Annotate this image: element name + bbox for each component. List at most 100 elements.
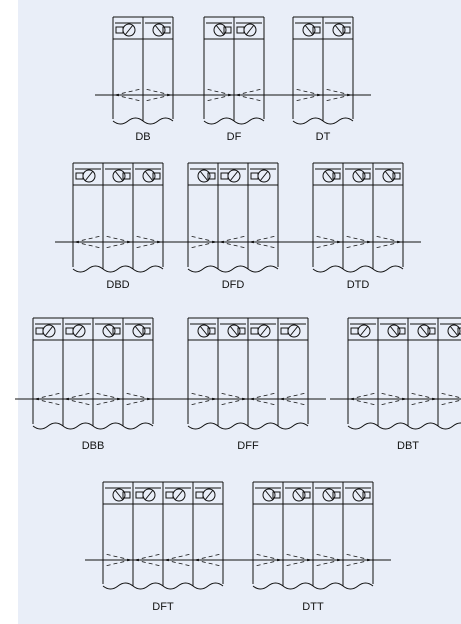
contact-line [259, 325, 269, 337]
arrangement-dbd: DBD [55, 162, 181, 291]
ring-seat [195, 491, 204, 499]
load-line [134, 235, 162, 243]
load-line [279, 398, 307, 406]
ball-icon [213, 23, 227, 37]
ring-seat [75, 172, 84, 180]
load-line [314, 559, 342, 567]
contact-line [354, 170, 364, 182]
load-line [104, 553, 132, 561]
ring-seat [135, 491, 144, 499]
ball-icon [417, 324, 431, 338]
ball-icon [132, 324, 146, 338]
contact-line [324, 489, 334, 501]
ring-seat [122, 491, 131, 499]
bearing [407, 318, 439, 430]
load-line [124, 398, 152, 406]
load-line [134, 241, 162, 249]
load-line [249, 241, 277, 249]
break-line [203, 117, 235, 125]
bearing [377, 318, 409, 430]
break-line [142, 117, 174, 125]
ring-seat [280, 327, 289, 335]
ring-seat [250, 172, 259, 180]
load-line [374, 235, 402, 243]
break-line [32, 422, 64, 430]
load-line [349, 392, 377, 400]
load-line [409, 392, 437, 400]
load-line [205, 88, 233, 96]
ball-icon [102, 324, 116, 338]
load-line [249, 235, 277, 243]
load-line [409, 398, 437, 406]
ring-seat [152, 172, 161, 180]
load-line [235, 94, 263, 102]
contact-line [229, 325, 239, 337]
ring-seat [65, 327, 74, 335]
bearing [132, 482, 164, 590]
load-line [439, 392, 461, 399]
ring-seat [223, 26, 232, 34]
contact-line [354, 489, 364, 501]
bearing [342, 163, 374, 273]
contact-line [245, 24, 255, 36]
contact-line [419, 325, 429, 337]
contact-line [144, 170, 154, 182]
contact-line [199, 325, 209, 337]
load-line [134, 559, 162, 567]
ring-seat [236, 26, 245, 34]
break-line [217, 422, 249, 430]
diagram-panel [18, 0, 461, 624]
load-line [189, 398, 217, 406]
load-line [104, 559, 132, 567]
contact-line [259, 170, 269, 182]
contact-line [384, 170, 394, 182]
load-line [344, 559, 372, 567]
bearing [192, 482, 224, 590]
contact-line [389, 325, 399, 337]
ring-seat [220, 172, 229, 180]
load-line [294, 88, 322, 96]
break-line [342, 582, 374, 590]
bearing [292, 22, 324, 125]
ring-seat [35, 327, 44, 335]
bearing [347, 323, 379, 430]
ball-icon [322, 169, 336, 183]
ring-seat [142, 327, 151, 335]
arrangement-label: DBT [397, 440, 419, 452]
bearing [72, 168, 104, 273]
load-line [134, 553, 162, 561]
load-line [104, 241, 132, 249]
arrangement-label: DB [135, 131, 150, 143]
break-line [247, 265, 279, 273]
contact-line [144, 489, 154, 501]
load-line [284, 559, 312, 567]
ball-icon [382, 169, 396, 183]
ball-icon [112, 169, 126, 183]
arrangement-label: DF [227, 131, 242, 143]
load-line [235, 88, 263, 96]
break-line [132, 582, 164, 590]
ball-icon [227, 324, 241, 338]
load-line [144, 94, 172, 102]
ring-seat [457, 327, 461, 335]
load-line [439, 399, 461, 406]
break-line [252, 582, 284, 590]
ring-seat [397, 327, 406, 335]
ring-seat [122, 172, 131, 180]
contact-line [449, 325, 459, 337]
break-line [312, 265, 344, 273]
arrangement-label: DBB [82, 440, 105, 452]
arrangement-label: DTT [302, 601, 324, 613]
arrangement-label: DFD [222, 279, 245, 291]
load-line [64, 392, 92, 400]
load-line [284, 553, 312, 561]
break-line [72, 265, 104, 273]
contact-line [134, 325, 144, 337]
bearing [187, 323, 219, 430]
load-line [219, 235, 247, 243]
contact-line [174, 489, 184, 501]
load-line [279, 392, 307, 400]
bearing [322, 17, 354, 125]
bearing [217, 318, 249, 430]
